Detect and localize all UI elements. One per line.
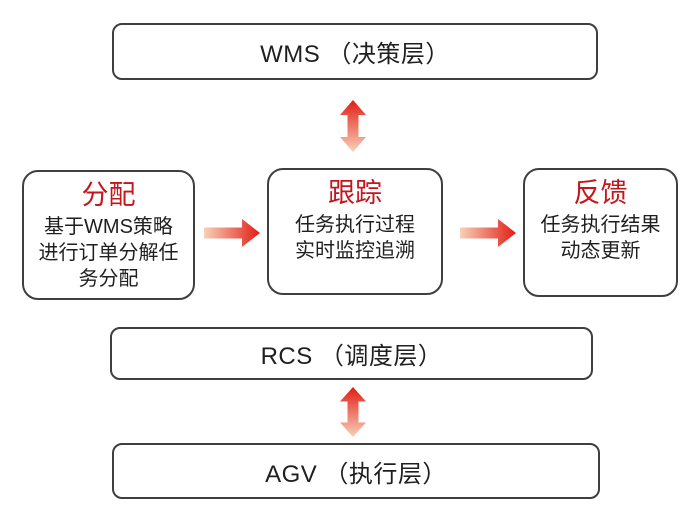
tracking-description: 任务执行过程 实时监控追溯: [295, 212, 415, 264]
rcs-box-label: RCS （调度层）: [260, 343, 443, 370]
rcs-scheduling-layer-box: RCS （调度层）: [110, 327, 593, 380]
description-line: 任务执行过程: [295, 214, 415, 236]
description-line: 动态更新: [560, 240, 641, 262]
allocation-title: 分配: [81, 180, 136, 210]
agv-execution-layer-box: AGV （执行层）: [112, 443, 600, 499]
feedback-title: 反馈: [573, 178, 628, 208]
wms-decision-layer-box: WMS （决策层）: [112, 23, 598, 80]
feedback-description: 任务执行结果 动态更新: [541, 212, 661, 264]
description-line: 基于WMS策略: [44, 216, 173, 238]
vertical-double-arrow-icon: [340, 387, 366, 437]
tracking-title: 跟踪: [328, 178, 382, 208]
right-arrow-icon: [204, 219, 260, 247]
allocation-description: 基于WMS策略 进行订单分解任 务分配: [39, 214, 179, 292]
allocation-process-box: 分配 基于WMS策略 进行订单分解任 务分配: [22, 170, 195, 300]
tracking-process-box: 跟踪 任务执行过程 实时监控追溯: [267, 168, 443, 295]
agv-box-label: AGV （执行层）: [265, 460, 447, 488]
description-line: 务分配: [78, 268, 139, 290]
feedback-process-box: 反馈 任务执行结果 动态更新: [523, 168, 678, 297]
wms-box-label: WMS （决策层）: [260, 41, 450, 68]
vertical-double-arrow-icon: [340, 100, 366, 152]
right-arrow-icon: [460, 219, 516, 247]
description-line: 实时监控追溯: [295, 240, 415, 262]
description-line: 任务执行结果: [540, 214, 661, 236]
description-line: 进行订单分解任: [38, 242, 179, 264]
